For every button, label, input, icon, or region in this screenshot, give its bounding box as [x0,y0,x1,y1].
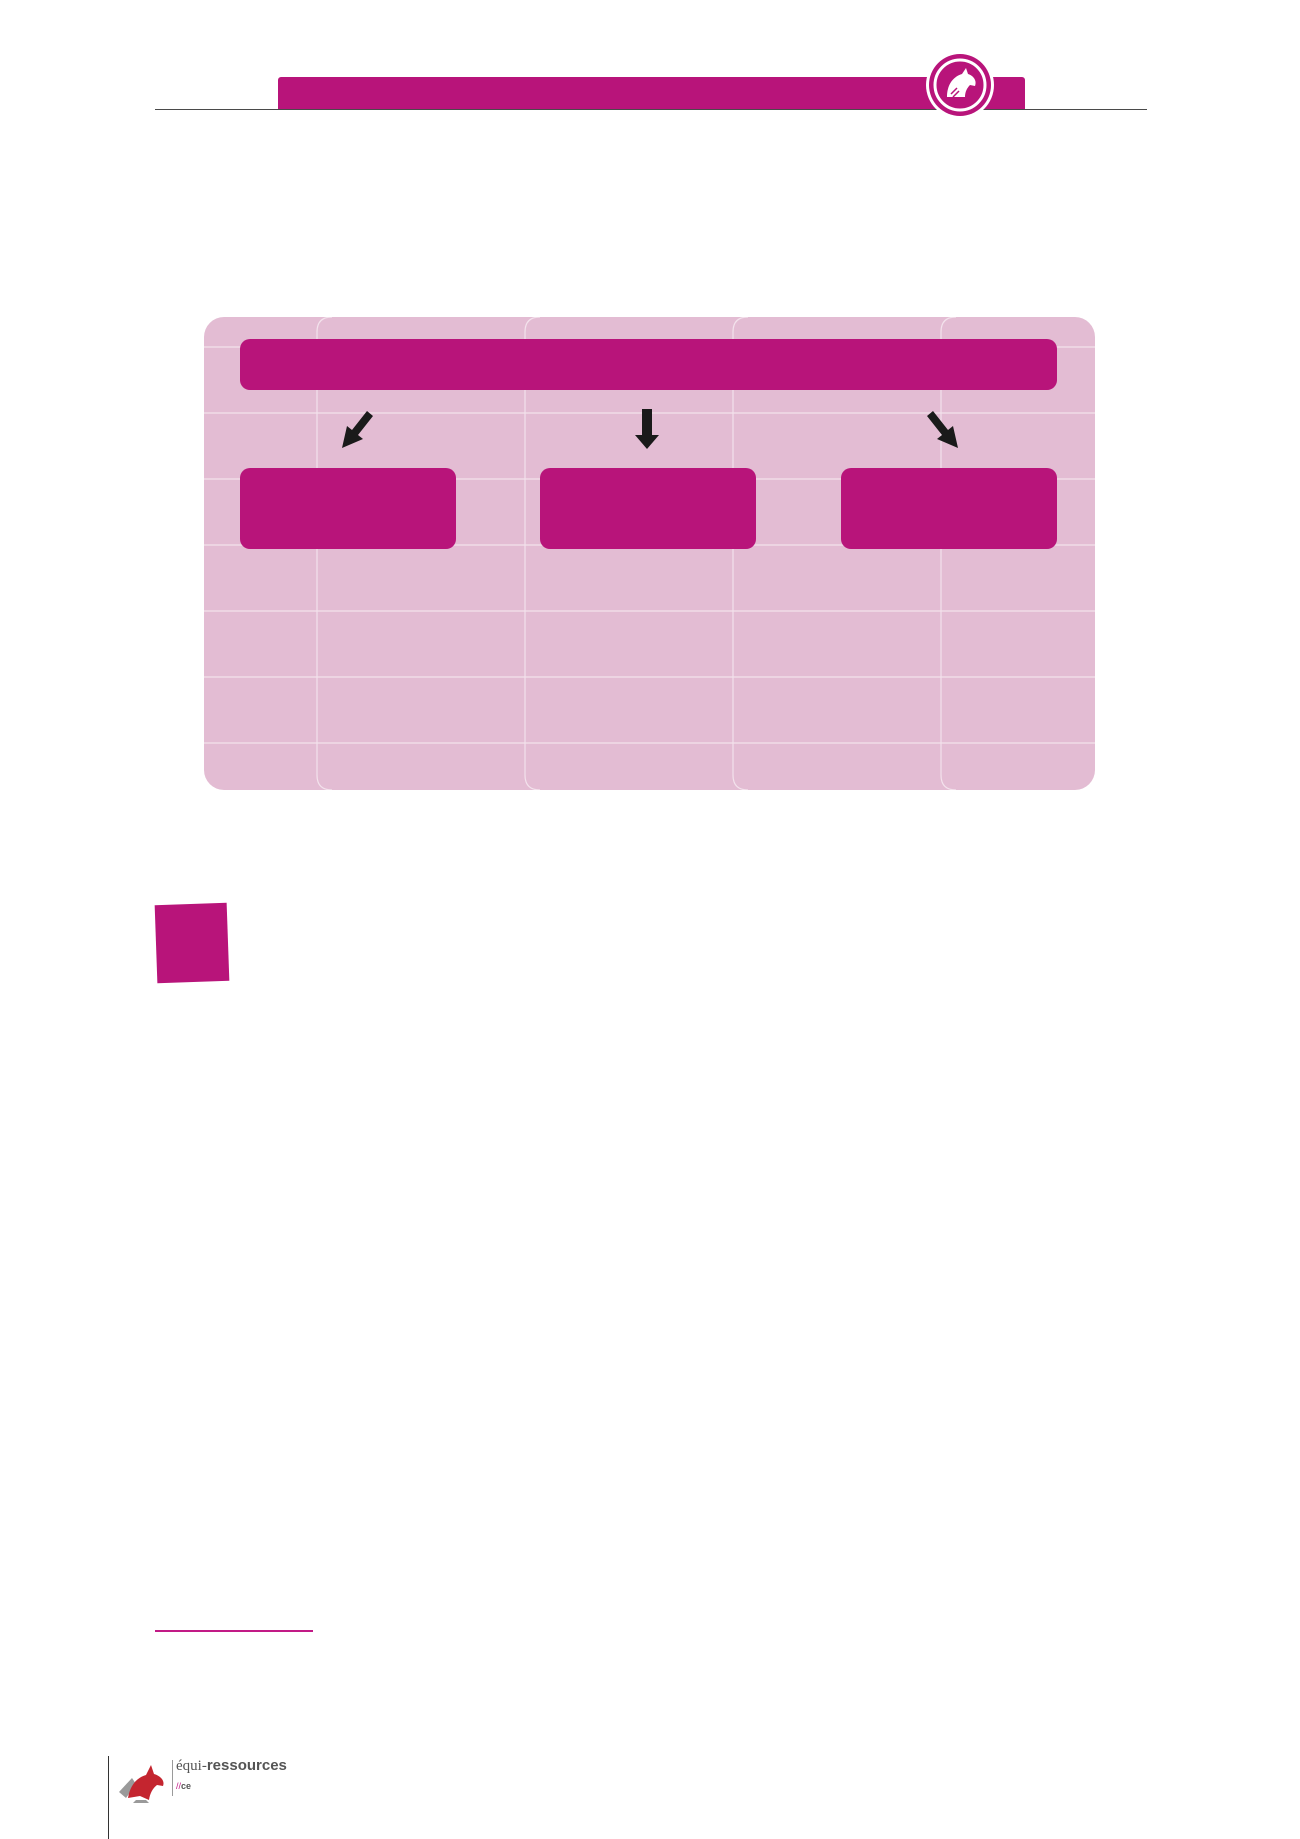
footer-sub-text: ce [181,1781,192,1791]
arrow-down-icon [627,407,667,453]
diagram-child-box-3 [841,468,1057,549]
diagram-child-box-2 [540,468,756,549]
arrow-down-left-icon [338,407,378,453]
diagram-top-box [240,339,1057,390]
header-band [278,77,1025,109]
footer-brand-prefix: équi- [176,1758,207,1774]
footer-divider [172,1760,173,1796]
footer-brand-sub: //ce [176,1781,191,1791]
footnote-rule [155,1630,313,1632]
horse-logo-icon [116,1758,168,1804]
horse-head-icon [925,50,995,120]
footer-brand-name: équi-ressources [176,1757,287,1775]
diagram-child-box-1 [240,468,456,549]
footer-brand-bold: ressources [206,1757,287,1774]
header-rule [155,109,1147,110]
section-marker [154,902,230,984]
footer-sub-separator: // [176,1781,182,1791]
footer-margin-line [108,1756,109,1839]
arrow-down-right-icon [922,407,962,453]
